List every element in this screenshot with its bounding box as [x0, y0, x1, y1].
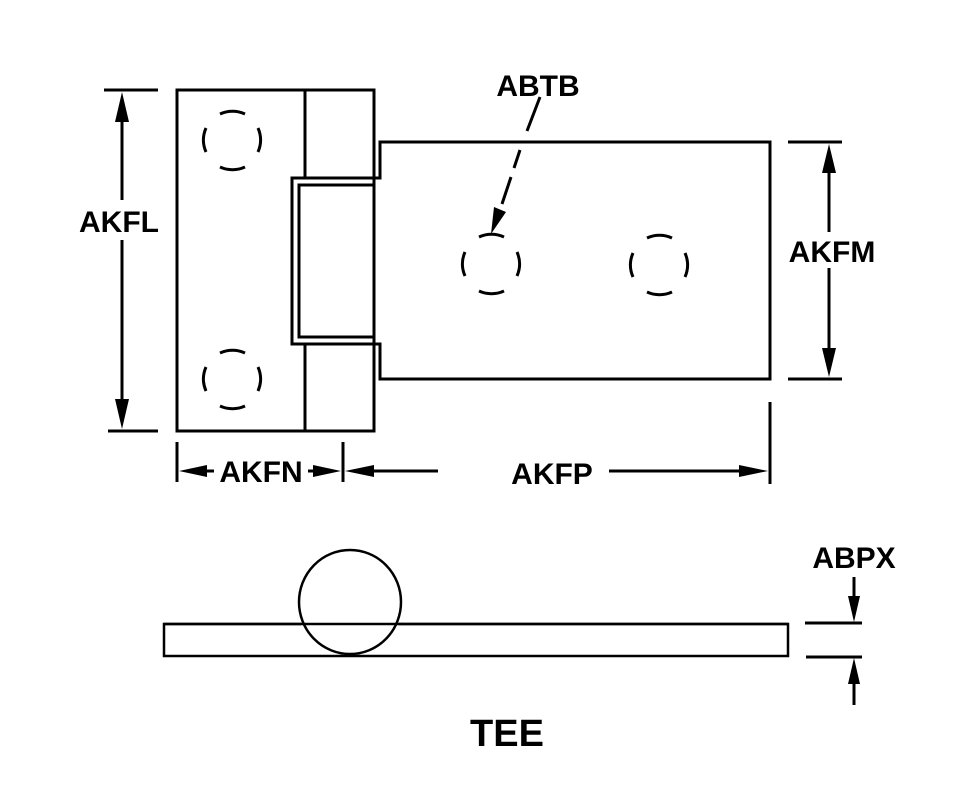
hole-strap-left [460, 232, 522, 296]
arrowhead-down [822, 348, 836, 377]
knuckle-inner-outline [297, 183, 376, 339]
arrowhead-left [179, 465, 207, 477]
label-akfl: AKFL [79, 206, 159, 239]
arrowhead-right [739, 465, 768, 477]
leaf-plate-outline [175, 88, 376, 433]
arrowhead-right [313, 465, 341, 477]
arrowhead-leader [491, 207, 506, 234]
label-abpx: ABPX [812, 542, 895, 575]
label-akfm: AKFM [789, 236, 876, 269]
drawing-title: TEE [470, 713, 544, 755]
arrowhead-up [848, 658, 860, 684]
plate-edge [162, 622, 790, 658]
dimension-akfn: AKFN [175, 442, 345, 489]
arrowhead-down [115, 399, 129, 429]
arrowhead-up [822, 144, 836, 173]
strap-plate-outline [290, 140, 772, 381]
arrowhead-left [345, 465, 374, 477]
hole-leaf-top [201, 109, 263, 172]
arrowhead-down [848, 596, 860, 622]
dimension-akfp: AKFP [345, 402, 772, 491]
hole-strap-right [628, 233, 690, 297]
callout-abtb: ABTB [491, 70, 580, 234]
label-akfp: AKFP [511, 458, 593, 491]
dimension-akfl: AKFL [79, 88, 159, 433]
top-view: AKFL AKFM ABTB AKFN [79, 70, 875, 491]
label-akfn: AKFN [219, 456, 302, 489]
knuckle-barrel [297, 548, 403, 656]
dimension-akfm: AKFM [788, 140, 876, 381]
hole-leaf-bottom [201, 348, 263, 411]
side-view: ABPX [162, 542, 896, 705]
label-abtb: ABTB [496, 70, 579, 103]
arrowhead-up [115, 92, 129, 122]
dimension-abpx: ABPX [805, 542, 896, 705]
